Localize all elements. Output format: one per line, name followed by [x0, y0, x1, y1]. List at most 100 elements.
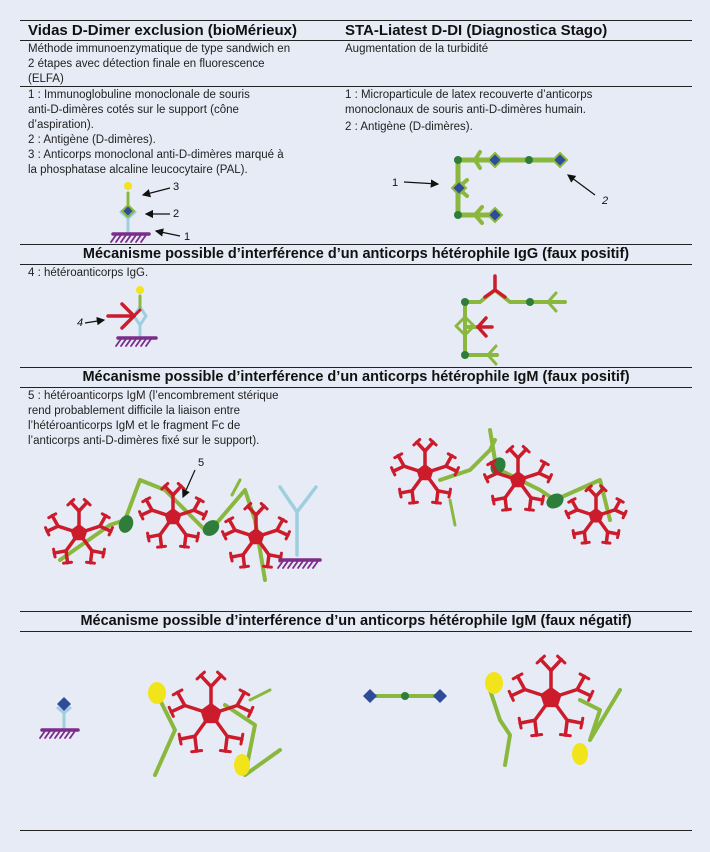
igm-branch [415, 440, 427, 453]
label-1: 1 [184, 231, 191, 243]
support-hatch [302, 560, 309, 569]
igm-branch [222, 528, 237, 538]
igm-pentamer [167, 670, 255, 754]
legend-line: 3 : Anticorps monoclonal anti-D-dimères … [28, 149, 284, 161]
igg-interference-vidas [106, 286, 148, 339]
legend-line: 2 : Antigène (D-dimères). [28, 134, 156, 146]
antigen-d-dimer [363, 689, 377, 703]
igm-branch [90, 549, 106, 555]
igm-tip [238, 688, 251, 697]
capture-antibody-arm [62, 706, 72, 715]
igm-arm [193, 712, 213, 738]
rule-section-3-top [20, 611, 692, 612]
latex-arm [448, 498, 457, 527]
igm-arm [64, 531, 81, 553]
igm-branch [391, 464, 406, 474]
igm-arm [158, 515, 175, 537]
igm-tip [580, 540, 591, 545]
rule-header [20, 40, 692, 41]
igm-pentamer [138, 481, 208, 549]
label-5: 5 [198, 457, 205, 469]
support-hatch [287, 560, 294, 569]
support-hatch [120, 234, 127, 243]
igm-tip [540, 494, 545, 506]
igm-tip [218, 749, 232, 754]
heterophile-igg [493, 288, 507, 299]
igm-tip [615, 497, 625, 504]
right-method-text: Augmentation de la turbidité [345, 43, 489, 55]
rule-section-3-bottom [20, 631, 692, 632]
igm-arm [423, 464, 448, 475]
rule-bottom [20, 830, 692, 831]
igm-tip [587, 689, 595, 702]
support-hatch [44, 730, 51, 739]
text-line: (ELFA) [28, 73, 64, 85]
igm-tip [146, 531, 151, 543]
igm-arm [171, 508, 196, 519]
igm-branch [565, 508, 579, 517]
igm-tip [239, 564, 250, 569]
igm-branch [163, 484, 175, 497]
latex-arm [546, 291, 558, 304]
igm-branch [235, 703, 253, 714]
section-igm-negative-title: Mécanisme possible d’interférence d’un a… [80, 613, 632, 629]
legend-line: 1 : Immunoglobuline monoclonale de souri… [28, 89, 250, 101]
igm-branch [254, 504, 266, 517]
support-hatch [125, 338, 132, 347]
igm-tip [194, 496, 205, 504]
igm-tip [483, 473, 490, 484]
igm-branch [575, 687, 593, 698]
rule-method [20, 86, 692, 87]
label-4: 4 [77, 317, 84, 329]
capture-antibody-on-support [278, 485, 318, 557]
igg-interference-latex [454, 274, 567, 366]
text-line: rend probablement difficile la liaison e… [28, 405, 241, 417]
igm-branch [275, 517, 285, 532]
igm-tip [564, 509, 571, 520]
right-column-title: STA-Liatest D-DI (Diagnostica Stago) [345, 22, 608, 39]
igm-tip [195, 531, 200, 543]
igm-tip [616, 529, 621, 540]
igm-tip [284, 530, 291, 541]
igm-branch [489, 460, 499, 475]
latex-chain [488, 688, 512, 767]
igm-tip [517, 716, 523, 730]
heterophile-igg [476, 325, 488, 338]
igm-pentamer [483, 444, 553, 512]
igm-branch [139, 508, 154, 518]
igm-arm [533, 696, 553, 722]
igm-tip [243, 501, 253, 511]
text-line: l’hétéroanticorps IgM et le fragment Fc … [28, 420, 241, 432]
igm-branch [209, 673, 223, 689]
igm-branch [77, 500, 89, 513]
igm-branch [508, 447, 520, 460]
rule-section-1-bottom [20, 264, 692, 265]
igm-tip [190, 749, 204, 754]
support-hatch [130, 338, 137, 347]
igm-branch [265, 553, 271, 569]
arrow-label-1 [154, 228, 181, 237]
igm-branch [52, 549, 68, 555]
igm-branch [146, 533, 162, 539]
support-hatch [312, 560, 319, 569]
igm-arm [254, 528, 279, 539]
heterophile-igg-link [132, 308, 142, 318]
igm-tip [428, 437, 438, 447]
igm-arm [209, 712, 229, 738]
igm-branch [88, 549, 94, 565]
vidas-support [110, 232, 151, 243]
igm-tip [262, 564, 273, 569]
igm-branch [410, 489, 416, 505]
igm-branch [605, 530, 620, 536]
section-igg-text: 4 : hétéroanticorps IgG. [28, 267, 149, 279]
igg-support [115, 336, 158, 347]
igm-arm [183, 703, 213, 716]
latex-arm [486, 344, 498, 357]
latex-bead [454, 211, 462, 219]
igm-tip [62, 560, 73, 565]
igm-tip [579, 716, 585, 730]
igm-tip [408, 500, 419, 505]
igm-tip [398, 487, 403, 499]
support-hatch [292, 560, 299, 569]
igm-tip [601, 540, 612, 545]
